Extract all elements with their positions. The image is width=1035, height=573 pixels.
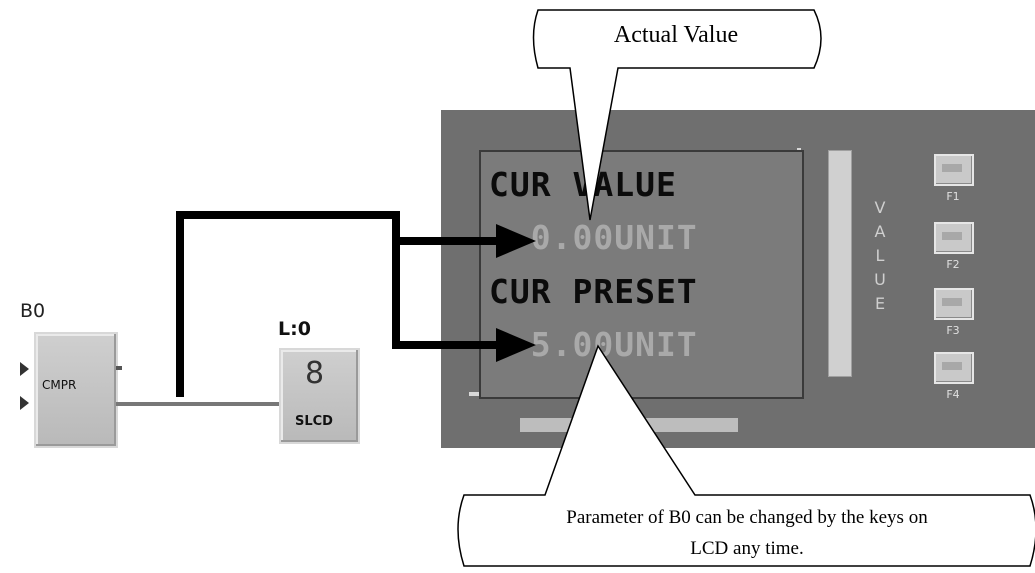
callout-actual-value-text: Actual Value [613,22,739,48]
callout-parameter-text-1: Parameter of B0 can be changed by the ke… [566,507,928,528]
lcd-line-2: 0.00UNIT [489,218,698,257]
function-key-f4[interactable] [934,352,974,384]
block-l0-label: L:0 [278,318,311,340]
side-label-char: A [874,222,886,241]
callout-parameter-text-2: LCD any time. [690,538,804,559]
b0-input-pin-1 [20,362,29,376]
lcd-line-3: CUR PRESET [489,272,698,311]
callout-actual-value [532,9,822,221]
function-key-f2[interactable] [934,222,974,254]
lcd-screen [479,150,804,399]
function-key-f1-label: F1 [946,190,960,203]
side-label-char: U [874,270,886,289]
function-key-f2-label: F2 [946,258,960,271]
b0-input-pin-2 [20,396,29,410]
block-l0-function: SLCD [295,414,333,429]
arrow-head-actual [496,224,536,258]
function-key-f3[interactable] [934,288,974,320]
block-l0: 8 SLCD [279,348,360,444]
arrow-head-preset [496,328,536,362]
vertical-slider[interactable] [828,150,852,377]
block-b0-function: CMPR [42,378,77,392]
block-b0: CMPR [34,332,118,448]
side-label-char: V [874,198,886,217]
callout-parameter-note [457,344,1035,567]
function-key-f4-label: F4 [946,388,960,401]
side-label-char: L [875,246,885,265]
side-label-char: E [874,294,886,313]
function-key-f1[interactable] [934,154,974,186]
block-b0-label: B0 [20,300,46,322]
b0-output-pin [116,366,122,370]
function-key-f3-label: F3 [946,324,960,337]
block-l0-digit: 8 [305,356,325,391]
connector-line [176,211,500,397]
lcd-line-4: 5.00UNIT [489,325,698,364]
